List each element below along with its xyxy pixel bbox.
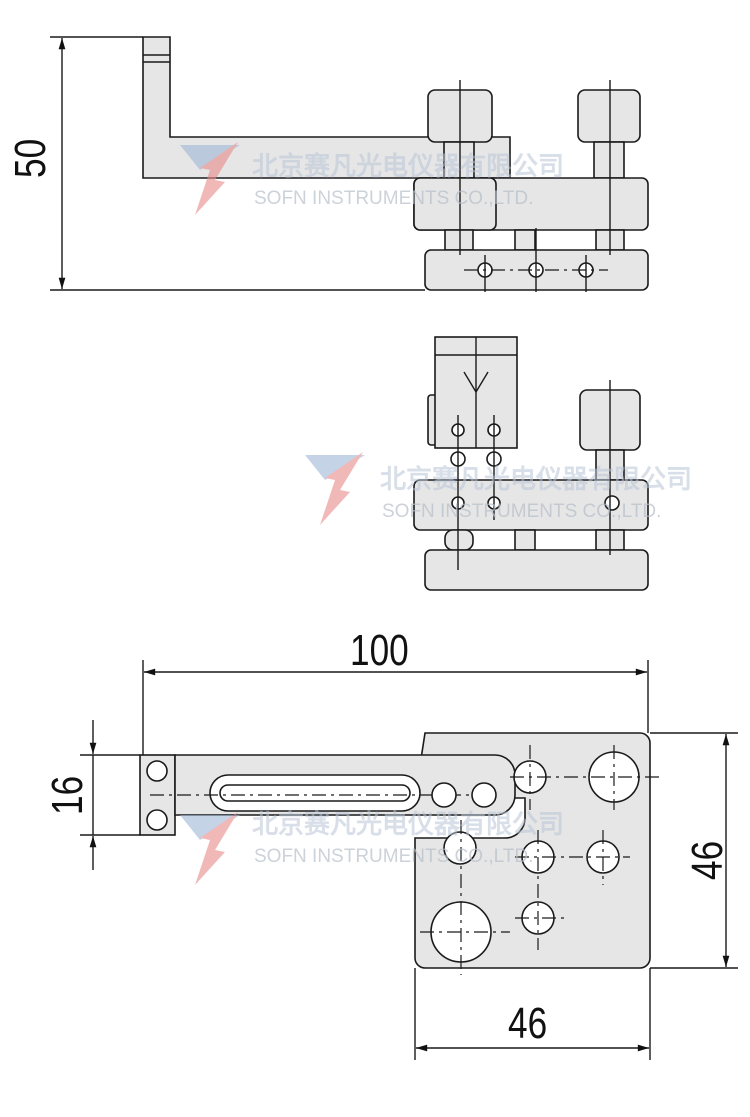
watermark: 北京赛凡光电仪器有限公司 SOFN INSTRUMENTS CO.,LTD. 北… [180,142,692,885]
svg-text:北京赛凡光电仪器有限公司: 北京赛凡光电仪器有限公司 [252,151,564,182]
dimension-46-vertical: 46 [683,841,732,880]
svg-text:SOFN INSTRUMENTS CO.,LTD.: SOFN INSTRUMENTS CO.,LTD. [254,188,533,209]
svg-text:北京赛凡光电仪器有限公司: 北京赛凡光电仪器有限公司 [252,809,564,840]
side-view: 50 [6,36,649,292]
sofn-logo-icon [180,142,240,215]
bracket-arm [142,36,511,179]
front-view [413,336,649,591]
dimension-46-horizontal: 46 [508,999,547,1048]
dimension-50: 50 [6,139,55,178]
svg-text:SOFN INSTRUMENTS CO.,LTD.: SOFN INSTRUMENTS CO.,LTD. [382,501,661,522]
knob-right [577,89,641,143]
svg-text:北京赛凡光电仪器有限公司: 北京赛凡光电仪器有限公司 [380,464,692,495]
dimension-100: 100 [350,626,409,675]
svg-text:SOFN INSTRUMENTS CO.,LTD.: SOFN INSTRUMENTS CO.,LTD. [254,846,533,867]
dimension-16: 16 [43,776,92,815]
base-block [424,549,649,591]
top-view: 100 16 46 46 [43,626,738,1060]
